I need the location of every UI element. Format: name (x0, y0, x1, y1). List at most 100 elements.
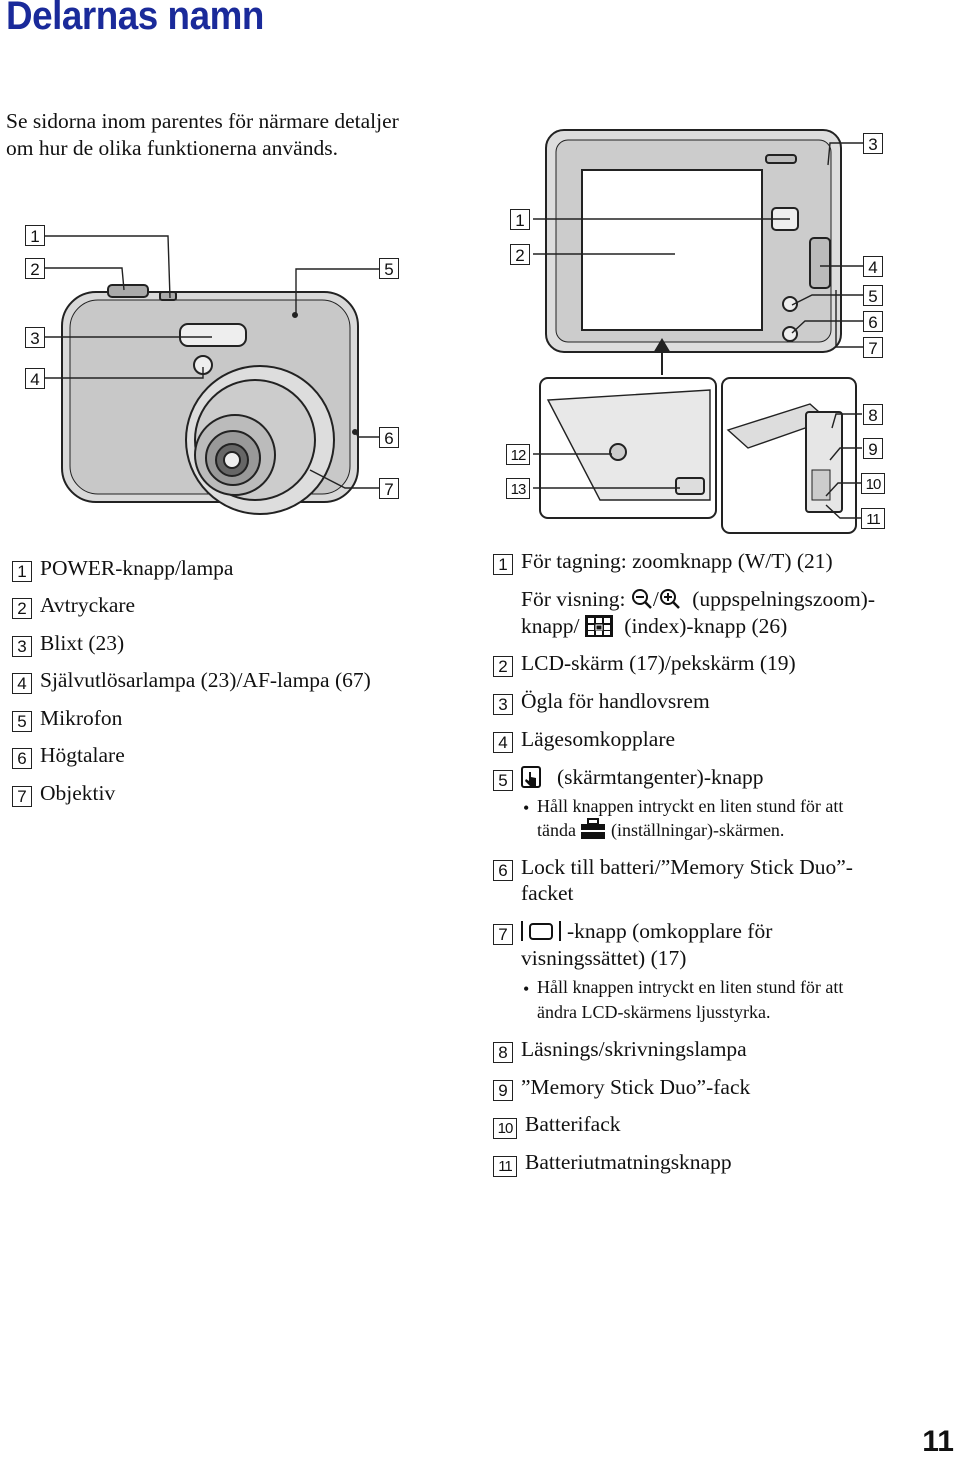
back-callout-6: 6 (863, 311, 883, 332)
item-number: 5 (12, 711, 32, 732)
back-callout-8: 8 (863, 404, 883, 425)
bullet: • (523, 979, 530, 999)
index-grid-icon (584, 615, 613, 637)
item-number: 5 (493, 770, 513, 791)
list-item: 5 Mikrofon (12, 705, 122, 732)
list-item: 5 (skärmtangenter)-knapp (493, 764, 764, 791)
back-callout-11: 11 (861, 508, 885, 529)
list-item: 9 ”Memory Stick Duo”-fack (493, 1074, 750, 1101)
item-label: Mikrofon (40, 706, 123, 730)
item-label: Ögla för handlovsrem (521, 689, 710, 713)
page-number: 11 (922, 1425, 954, 1458)
note-text: (inställningar)-skärmen. (610, 820, 785, 840)
list-item: 4 Självutlösarlampa (23)/AF-lampa (67) (12, 667, 371, 694)
item-label: Lock till batteri/”Memory Stick Duo”- (521, 855, 853, 879)
item-number: 3 (12, 636, 32, 657)
item-label: Självutlösarlampa (23)/AF-lampa (67) (40, 668, 371, 692)
back-callout-7: 7 (863, 337, 883, 358)
item-number: 10 (493, 1118, 517, 1139)
front-callout-3: 3 (25, 327, 45, 348)
item-label: För tagning: zoomknapp (W/T) (21) (521, 549, 833, 573)
camera-diagrams (45, 129, 863, 534)
back-callout-5: 5 (863, 285, 883, 306)
back-callout-1: 1 (510, 209, 530, 230)
item-label: knapp/ (521, 614, 580, 638)
back-callout-3: 3 (863, 133, 883, 154)
item-label: Högtalare (40, 743, 125, 767)
list-item: 7 -knapp (omkopplare för (493, 918, 772, 945)
front-callout-1: 1 (25, 225, 45, 246)
toolbox-icon (581, 818, 606, 839)
back-callout-12: 12 (506, 444, 530, 465)
item-number: 11 (493, 1156, 517, 1177)
item-number: 6 (12, 748, 32, 769)
item-label: För visning: (521, 587, 626, 611)
item-label: -knapp (omkopplare för (567, 919, 773, 943)
list-item: 2 LCD-skärm (17)/pekskärm (19) (493, 650, 796, 677)
note-text: Håll knappen intryckt en liten stund för… (537, 977, 844, 997)
zoom-out-icon (631, 589, 652, 609)
item-number: 7 (493, 924, 513, 945)
item-number: 7 (12, 786, 32, 807)
front-camera-illustration (61, 284, 359, 515)
item-label: ”Memory Stick Duo”-fack (521, 1075, 751, 1099)
bullet: • (523, 798, 530, 818)
item-number: 3 (493, 694, 513, 715)
front-leader-lines (45, 235, 379, 489)
list-item: 3 Blixt (23) (12, 630, 124, 657)
note-text: tända (537, 820, 576, 840)
page-title: Delarnas namn (6, 0, 264, 38)
back-callout-13: 13 (506, 478, 530, 499)
list-item: 11 Batteriutmatningsknapp (493, 1149, 732, 1177)
list-item: 6 Högtalare (12, 742, 125, 769)
back-callout-10: 10 (861, 473, 885, 494)
item-label: (uppspelningszoom)- (692, 587, 875, 611)
intro-text: Se sidorna inom parentes för närmare det… (6, 109, 399, 160)
item-number: 2 (12, 598, 32, 619)
list-item: 1 För tagning: zoomknapp (W/T) (21) (493, 548, 833, 575)
front-callout-5: 5 (379, 258, 399, 279)
bottom-leader-lines (533, 453, 680, 489)
item-number: 6 (493, 860, 513, 881)
item-label: Batteriutmatningsknapp (525, 1150, 732, 1174)
display-mode-icon (521, 921, 561, 941)
item-number: 1 (493, 554, 513, 575)
view-arrow (654, 338, 670, 375)
zoom-in-icon (659, 589, 680, 609)
item-label: Batterifack (525, 1112, 621, 1136)
back-leader-lines (533, 142, 863, 348)
item-label: Blixt (23) (40, 631, 125, 655)
bottom-view-illustration (539, 377, 717, 519)
item-number: 1 (12, 561, 32, 582)
list-item: 2 Avtryckare (12, 592, 135, 619)
item-label: (skärmtangenter)-knapp (557, 765, 764, 789)
back-callout-4: 4 (863, 256, 883, 277)
list-item: 4 Lägesomkopplare (493, 726, 675, 753)
front-callout-7: 7 (379, 478, 399, 499)
back-callout-2: 2 (510, 244, 530, 265)
note-text: Håll knappen intryckt en liten stund för… (537, 796, 844, 816)
item-label: Lägesomkopplare (521, 727, 676, 751)
item-number: 2 (493, 656, 513, 677)
item-label: (index)-knapp (26) (624, 614, 788, 638)
touch-panel-icon (521, 766, 541, 788)
list-item-continuation: knapp/ (index)-knapp (26) (521, 613, 787, 639)
battery-leader-lines (825, 413, 862, 519)
item-number: 4 (493, 732, 513, 753)
front-callout-4: 4 (25, 368, 45, 389)
note-text: ändra LCD-skärmens ljusstyrka. (537, 1002, 771, 1022)
note-text: tända (inställningar)-skärmen. (537, 818, 784, 842)
list-item: 3 Ögla för handlovsrem (493, 688, 710, 715)
back-callout-9: 9 (863, 438, 883, 459)
list-item: 10 Batterifack (493, 1111, 621, 1139)
front-callout-6: 6 (379, 427, 399, 448)
item-number: 9 (493, 1080, 513, 1101)
item-label: Avtryckare (40, 593, 136, 617)
list-item-continuation: visningssättet) (17) (521, 946, 687, 970)
item-label: Läsnings/skrivningslampa (521, 1037, 747, 1061)
item-number: 4 (12, 673, 32, 694)
item-label: LCD-skärm (17)/pekskärm (19) (521, 651, 796, 675)
front-callout-2: 2 (25, 258, 45, 279)
